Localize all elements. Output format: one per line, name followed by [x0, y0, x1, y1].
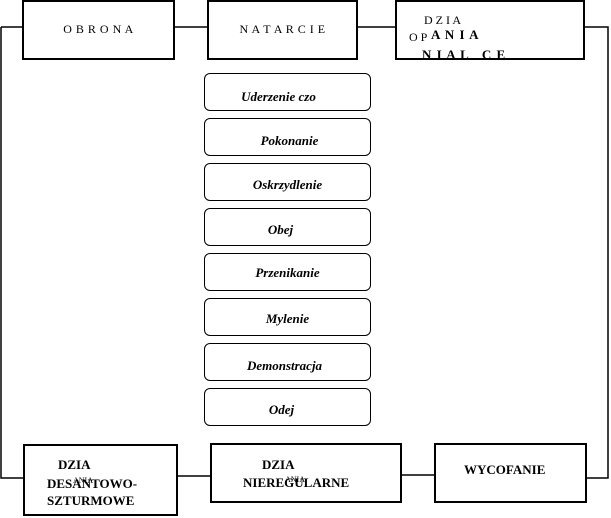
attack-box: N A T A R C I E	[207, 0, 358, 60]
withdrawal-label: WYCOFANIE	[464, 462, 546, 477]
step-label: Mylenie	[265, 311, 310, 326]
attack-label: N A T A R C I E	[239, 22, 326, 36]
airborne-label-line3: SZTURMOWE	[47, 493, 135, 508]
irregular-label-line1: DZIA	[262, 457, 295, 472]
step-item: Obej	[204, 208, 371, 246]
withdrawal-box: WYCOFANIE	[434, 443, 587, 503]
step-label: Pokonanie	[260, 133, 319, 148]
irregular-label-line2: NIEREGULARNE	[243, 475, 350, 490]
step-label: Oskrzydlenie	[252, 177, 323, 192]
irregular-box: DZIA NIEREGULARNE ANIA	[210, 443, 402, 503]
step-item: Oskrzydlenie	[204, 163, 371, 201]
step-item: Odej	[204, 388, 371, 426]
step-label: Demonstracja	[246, 358, 323, 373]
defense-label: O B R O N A	[63, 22, 134, 36]
airborne-overlay-text: ANIA	[73, 476, 93, 485]
airborne-label-line2: DESANTOWO-	[47, 476, 138, 491]
step-item: Uderzenie czo	[204, 73, 371, 111]
special-label-line3: N I A L C E	[422, 47, 507, 60]
airborne-label-line1: DZIA	[58, 457, 91, 472]
irregular-overlay-text: ANIA	[285, 475, 305, 484]
special-label-line1: D Z I A	[424, 13, 461, 27]
step-item: Demonstracja	[204, 343, 371, 381]
step-label: Uderzenie czo	[241, 89, 316, 104]
right-frame-line	[585, 26, 609, 479]
step-item: Przenikanie	[204, 253, 371, 291]
step-label: Obej	[267, 222, 294, 237]
step-label: Przenikanie	[255, 265, 320, 280]
special-operations-box: D Z I A O P A N I A N I A L C E	[395, 0, 585, 60]
step-item: Pokonanie	[204, 118, 371, 156]
special-label-line2a: O P	[409, 30, 428, 44]
step-item: Mylenie	[204, 298, 371, 336]
left-frame-line	[0, 26, 23, 479]
airborne-assault-box: DZIA DESANTOWO- SZTURMOWE ANIA	[23, 444, 178, 516]
special-label-line2b: A N I A	[431, 27, 480, 42]
step-label: Odej	[268, 402, 295, 417]
defense-box: O B R O N A	[22, 0, 175, 60]
